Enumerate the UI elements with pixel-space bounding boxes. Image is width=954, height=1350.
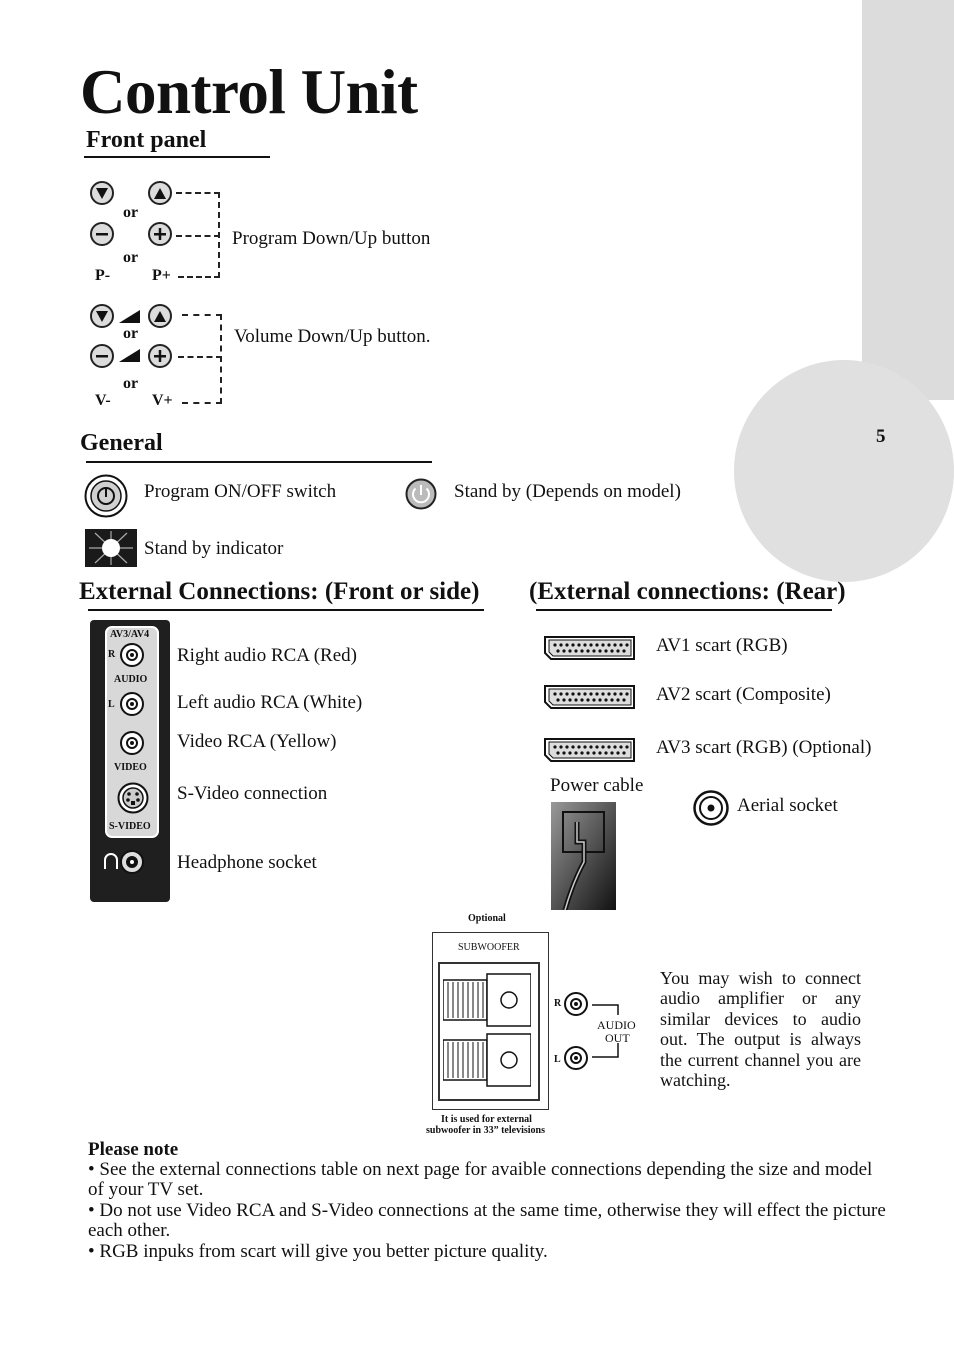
bracket-line (176, 235, 220, 237)
volume-ramp-icon (119, 310, 140, 323)
front-panel-rule (84, 156, 270, 158)
program-button-label: Program Down/Up button (232, 228, 431, 249)
optional-label: Optional (468, 913, 506, 924)
audio-out-paragraph: You may wish to connect audio amplifier … (660, 968, 861, 1091)
external-front-heading: External Connections: (Front or side) (79, 578, 480, 605)
volume-ramp-icon (119, 349, 140, 362)
av3-label: AV3 scart (RGB) (Optional) (656, 737, 872, 758)
av2-label: AV2 scart (Composite) (656, 684, 831, 705)
bracket-line (182, 314, 222, 316)
up-arrow-icon (148, 304, 172, 328)
program-plus-label: P+ (152, 267, 171, 284)
note-item: • Do not use Video RCA and S-Video conne… (88, 1199, 886, 1242)
program-minus-label: P- (95, 267, 111, 284)
general-heading: General (80, 430, 163, 456)
bracket-line (176, 192, 220, 194)
bracket-line (182, 402, 222, 404)
subwoofer-terminal-panel (438, 962, 540, 1101)
front-panel-heading: Front panel (86, 127, 207, 153)
aerial-socket-icon (693, 790, 729, 826)
volume-button-label: Volume Down/Up button. (234, 326, 431, 347)
l-marker: L (108, 699, 115, 710)
left-audio-label: Left audio RCA (White) (177, 692, 363, 713)
plus-icon (148, 344, 172, 368)
audio-out-label-2: OUT (605, 1031, 630, 1045)
note-item: • RGB inpuks from scart will give you be… (88, 1240, 548, 1262)
video-jack[interactable] (120, 731, 144, 755)
scart-connector-icon (544, 685, 635, 709)
svideo-label: S-Video connection (177, 783, 328, 804)
note-item: • See the external connections table on … (88, 1159, 873, 1201)
volume-plus-label: V+ (152, 392, 173, 409)
bracket-line (220, 314, 222, 404)
scart-connector-icon (544, 738, 635, 762)
power-switch-label: Program ON/OFF switch (144, 481, 337, 502)
bracket-line (178, 276, 220, 278)
external-rear-heading: (External connections: (Rear) (529, 578, 846, 605)
sub-r-marker: R (554, 998, 562, 1009)
external-rear-rule (536, 609, 832, 611)
subwoofer-box (432, 932, 549, 1110)
subwoofer-caption-2: subwoofer in 33” televisions (426, 1125, 545, 1136)
svideo-jack[interactable] (117, 782, 149, 814)
audio-tag: AUDIO (114, 674, 148, 685)
subwoofer-caption-1: It is used for external (441, 1114, 532, 1125)
volume-minus-label: V- (95, 392, 111, 409)
scart-connector-icon (544, 636, 635, 660)
or-label: or (123, 249, 139, 266)
video-tag: VIDEO (114, 762, 147, 773)
subwoofer-label: SUBWOOFER (458, 942, 520, 953)
or-label: or (123, 375, 139, 392)
left-audio-jack[interactable] (120, 692, 144, 716)
down-arrow-icon (90, 181, 114, 205)
general-rule (86, 461, 432, 463)
headphone-icon (104, 853, 118, 869)
headphone-jack[interactable] (120, 850, 144, 874)
note-heading: Please note (88, 1139, 179, 1160)
speaker-terminal-icon (443, 973, 531, 1087)
standby-label: Stand by (Depends on model) (454, 481, 681, 502)
power-cable-icon (551, 802, 616, 910)
svideo-tag: S-VIDEO (109, 821, 151, 832)
audio-out-right-jack[interactable] (564, 992, 588, 1016)
aerial-label: Aerial socket (737, 795, 838, 816)
page-title: Control Unit (80, 57, 418, 127)
plus-icon (148, 222, 172, 246)
bracket-line (178, 356, 222, 358)
page-number: 5 (876, 426, 886, 447)
av1-label: AV1 scart (RGB) (656, 635, 788, 656)
standby-icon (405, 478, 437, 510)
audio-out-left-jack[interactable] (564, 1046, 588, 1070)
note-list: • See the external connections table on … (88, 1159, 888, 1262)
r-marker: R (108, 649, 116, 660)
or-label: or (123, 325, 139, 342)
external-front-rule (88, 609, 484, 611)
right-audio-jack[interactable] (120, 643, 144, 667)
video-rca-label: Video RCA (Yellow) (177, 731, 337, 752)
panel-title: AV3/AV4 (110, 629, 150, 640)
side-tab (862, 0, 954, 400)
standby-indicator-icon (85, 529, 137, 567)
or-label: or (123, 204, 139, 221)
right-audio-label: Right audio RCA (Red) (177, 645, 357, 666)
bracket-line (218, 192, 220, 278)
standby-indicator-label: Stand by indicator (144, 538, 284, 559)
up-arrow-icon (148, 181, 172, 205)
down-arrow-icon (90, 304, 114, 328)
audio-out-label-1: AUDIO (597, 1018, 636, 1032)
headphone-label: Headphone socket (177, 852, 317, 873)
minus-icon (90, 222, 114, 246)
power-cable-label: Power cable (550, 775, 644, 796)
audio-out-bracket (592, 1004, 619, 1058)
page-number-badge (734, 360, 954, 582)
minus-icon (90, 344, 114, 368)
power-switch-icon (84, 474, 128, 518)
sub-l-marker: L (554, 1054, 561, 1065)
